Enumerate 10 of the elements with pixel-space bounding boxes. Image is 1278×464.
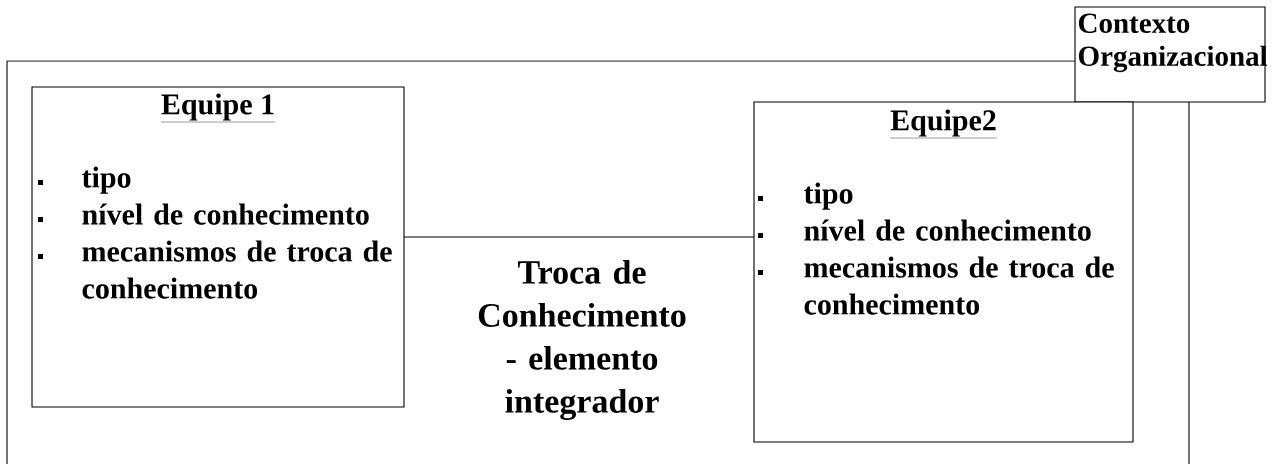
edge-label: Troca de Conhecimento - elemento integrador [478,259,686,421]
box-heading: Equipe 1 [160,93,276,123]
list-item: mecanismos de troca de conhecimento [38,240,392,299]
list-item: nível de conhecimento [758,219,1091,241]
box-heading: Equipe2 [889,109,998,139]
list-item: tipo [758,182,853,210]
connector-line [403,236,755,238]
list-item: mecanismos de troca de conhecimento [758,256,1114,315]
list-item: nível de conhecimento [38,203,369,225]
list-item: tipo [38,166,131,194]
